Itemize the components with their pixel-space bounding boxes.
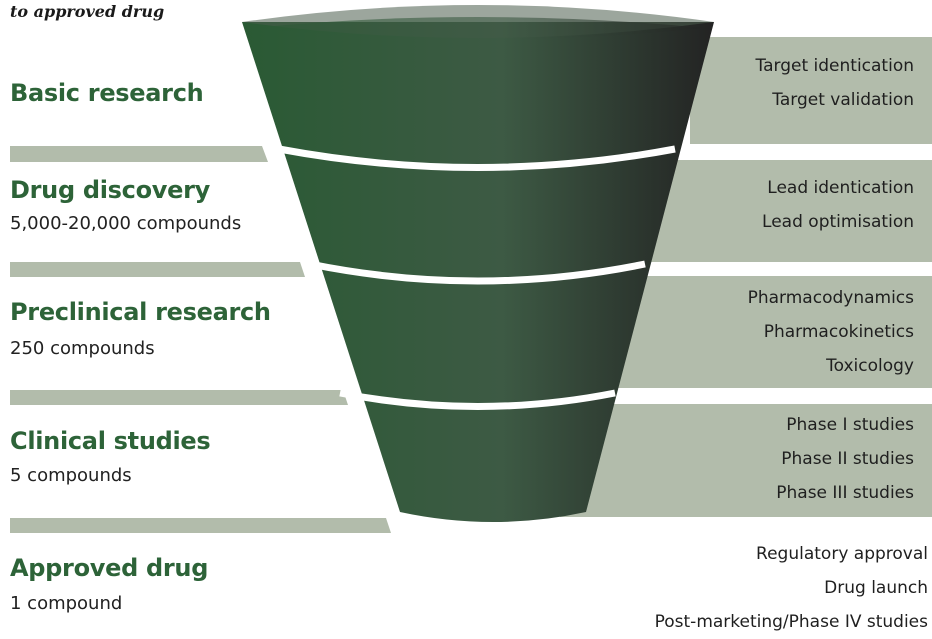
stage-subtitle-approved-drug: 1 compound	[10, 593, 123, 614]
activity-item: Toxicology	[826, 356, 914, 376]
stage-title-basic-research: Basic research	[10, 79, 204, 107]
activity-item: Drug launch	[824, 578, 928, 598]
funnel-bands	[278, 145, 676, 410]
activity-panel-clinical-studies	[560, 404, 932, 517]
activity-list-approved-drug: Regulatory approval Drug launch Post-mar…	[655, 537, 928, 639]
activity-item: Regulatory approval	[756, 544, 928, 564]
activity-list-drug-discovery: Lead identication Lead optimisation	[762, 171, 914, 239]
diagram-caption: to approved drug	[10, 2, 165, 21]
stage-subtitle-drug-discovery: 5,000-20,000 compounds	[10, 213, 242, 234]
activity-item: Lead optimisation	[762, 212, 914, 232]
activity-panel-preclinical-research	[600, 276, 932, 388]
stage-title-preclinical-research: Preclinical research	[10, 298, 271, 326]
activity-item: Target validation	[772, 90, 914, 110]
activity-panel-basic-research	[690, 37, 932, 144]
activity-list-clinical-studies: Phase I studies Phase II studies Phase I…	[776, 408, 914, 510]
activity-list-preclinical-research: Pharmacodynamics Pharmacokinetics Toxico…	[748, 281, 914, 383]
stage-subtitle-preclinical-research: 250 compounds	[10, 338, 155, 359]
stage-title-approved-drug: Approved drug	[10, 554, 209, 582]
stage-subtitle-clinical-studies: 5 compounds	[10, 465, 132, 486]
stage-title-drug-discovery: Drug discovery	[10, 176, 210, 204]
activity-item: Pharmacokinetics	[763, 322, 914, 342]
activity-panel-drug-discovery	[650, 160, 932, 262]
separator-bar-2	[10, 262, 305, 277]
activity-item: Phase II studies	[781, 449, 914, 469]
activity-item: Target identication	[755, 56, 914, 76]
stage-title-clinical-studies: Clinical studies	[10, 427, 211, 455]
activity-item: Post-marketing/Phase IV studies	[654, 612, 928, 632]
activity-item: Pharmacodynamics	[747, 288, 914, 308]
activity-item: Lead identication	[767, 178, 914, 198]
separator-bar-1	[10, 146, 268, 162]
activity-item: Phase I studies	[786, 415, 914, 435]
activity-item: Phase III studies	[776, 483, 914, 503]
activity-list-basic-research: Target identication Target validation	[756, 49, 914, 117]
separator-bar-3	[10, 390, 348, 405]
separator-bar-4	[10, 518, 391, 533]
